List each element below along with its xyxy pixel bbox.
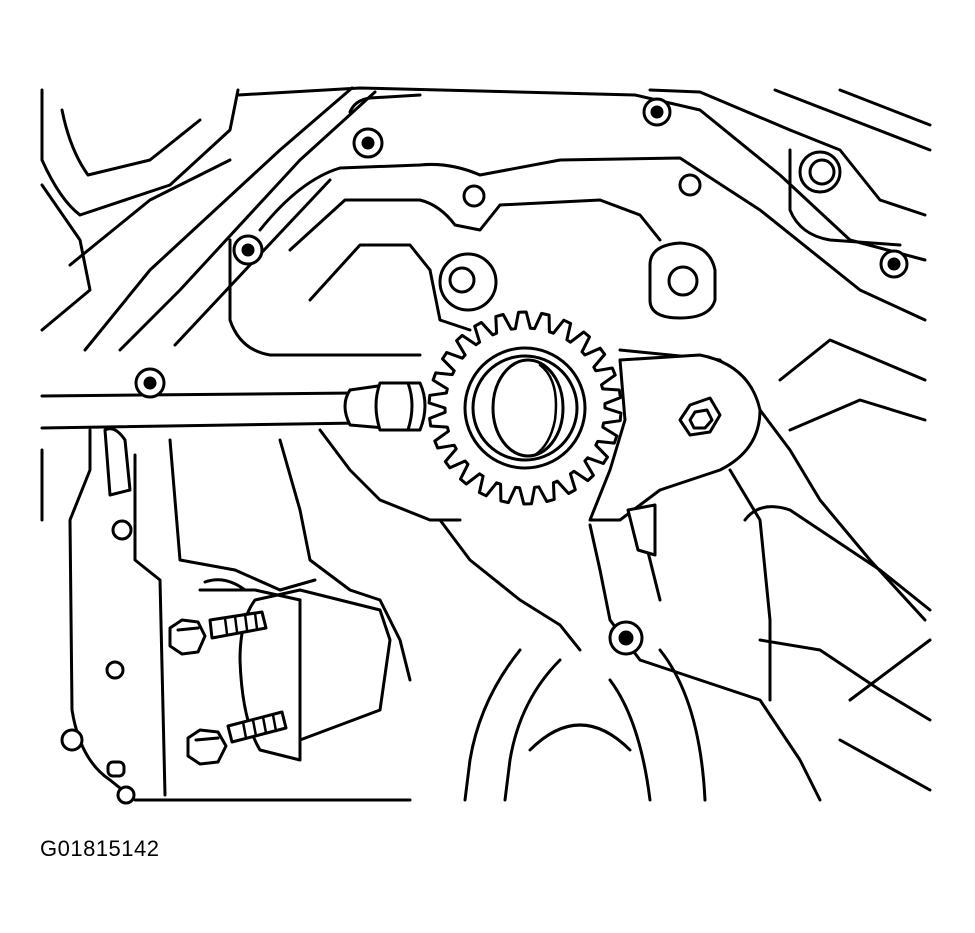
lower-cover: [68, 427, 707, 802]
crankshaft-sprocket-icon: [427, 310, 623, 506]
bolt-icon: [168, 610, 268, 656]
idler-boss: [428, 241, 717, 332]
figure-id-label: G01815142: [40, 836, 160, 861]
timing-cover-upper: [228, 86, 932, 357]
left-frame-ribs: [40, 86, 377, 522]
tensioner-arm: [588, 353, 762, 557]
bolt-holes: [60, 97, 909, 805]
pry-bar: [40, 381, 427, 432]
bolt-icon: [186, 710, 288, 766]
